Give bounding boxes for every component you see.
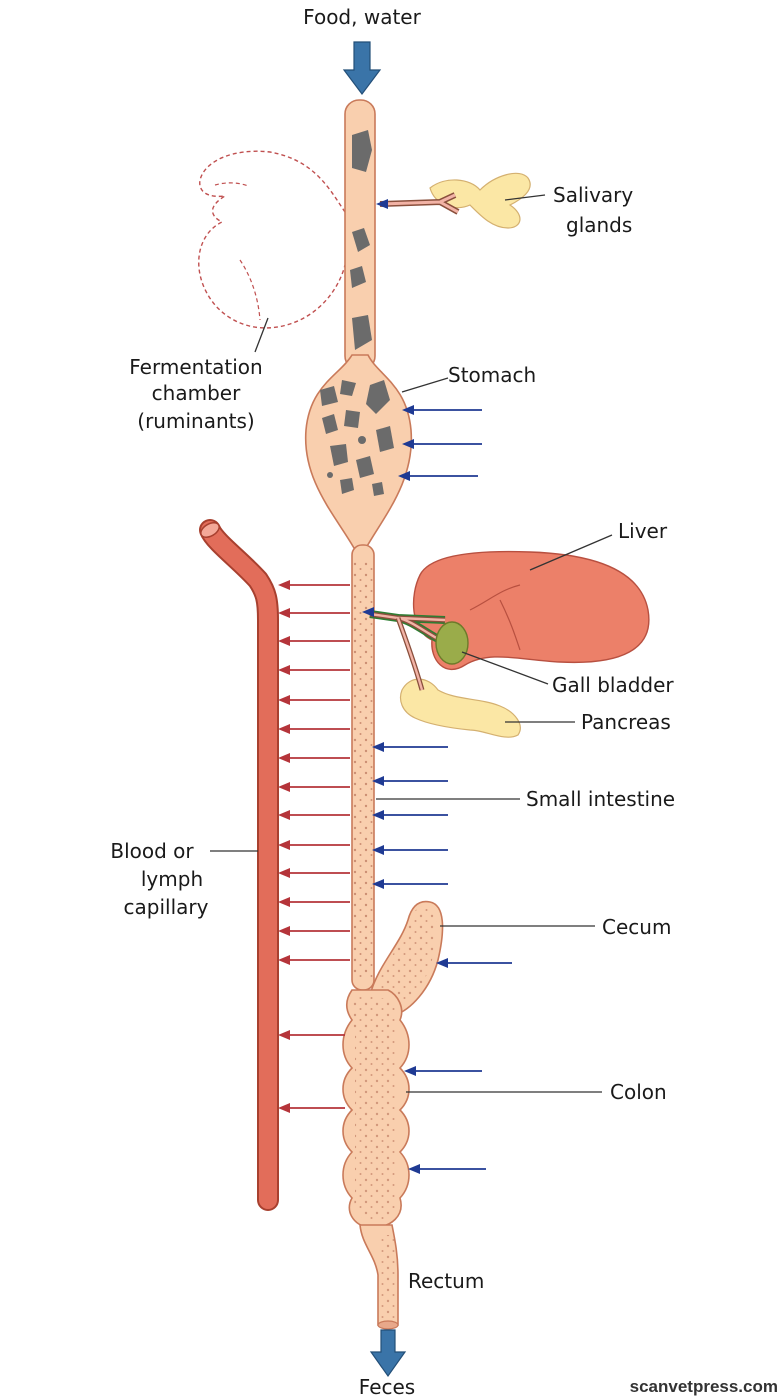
blood-capillary — [199, 519, 279, 1211]
label-cecum: Cecum — [602, 915, 671, 939]
label-rectum: Rectum — [408, 1269, 484, 1293]
label-salivary-line1: Salivary — [553, 183, 633, 207]
label-fermentation-line3: (ruminants) — [137, 409, 254, 433]
label-blood-line2: lymph — [141, 867, 203, 891]
label-colon: Colon — [610, 1080, 667, 1104]
salivary-glands — [376, 172, 531, 229]
label-salivary-line2: glands — [566, 213, 632, 237]
secretion-arrows — [372, 405, 512, 1174]
absorption-arrows — [278, 580, 350, 1113]
bile-and-pancreatic-ducts — [362, 607, 446, 691]
fermentation-chamber — [198, 150, 346, 329]
label-blood-line3: capillary — [124, 895, 209, 919]
label-stomach: Stomach — [448, 363, 536, 387]
pancreas — [399, 678, 521, 738]
liver — [412, 550, 650, 671]
credit-text: scanvetpress.com — [630, 1377, 778, 1396]
label-pancreas: Pancreas — [581, 710, 671, 734]
stomach — [304, 354, 413, 549]
leader-lines — [210, 194, 613, 1093]
food-intake-arrow — [342, 41, 382, 95]
label-fermentation-line1: Fermentation — [129, 355, 262, 379]
label-food-water: Food, water — [303, 5, 421, 29]
label-blood-line1: Blood or — [110, 839, 194, 863]
labels: Food, water Salivary glands Fermentation… — [110, 5, 778, 1399]
label-small-intestine: Small intestine — [526, 787, 675, 811]
feces-output-arrow — [369, 1329, 407, 1378]
food-particles — [320, 130, 394, 496]
label-feces: Feces — [359, 1375, 415, 1399]
label-gall-bladder: Gall bladder — [552, 673, 674, 697]
gall-bladder — [435, 621, 469, 665]
label-liver: Liver — [618, 519, 668, 543]
label-fermentation-line2: chamber — [152, 381, 241, 405]
digestive-tract — [304, 99, 444, 1330]
